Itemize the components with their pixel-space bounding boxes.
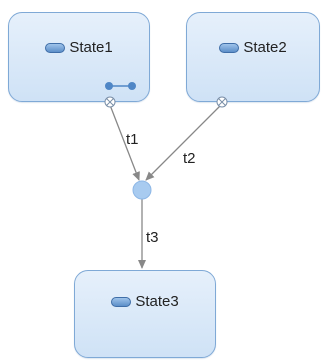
submachine-icon	[105, 82, 136, 90]
transition-label-t1: t1	[126, 131, 139, 148]
transition-t1-line[interactable]	[109, 104, 140, 181]
exit-point-icon[interactable]	[104, 96, 116, 108]
state-node-state3[interactable]: State3	[74, 270, 216, 358]
state-node-state1[interactable]: State1	[8, 12, 150, 102]
state-icon	[45, 42, 66, 53]
state-icon	[111, 296, 132, 307]
transition-label-t2: t2	[183, 150, 196, 167]
state-icon	[219, 42, 240, 53]
state-node-state2[interactable]: State2	[186, 12, 320, 102]
transition-label-t3: t3	[146, 229, 159, 246]
exit-point-icon[interactable]	[216, 96, 228, 108]
state-label: State1	[69, 39, 113, 56]
state-label: State3	[135, 293, 179, 310]
state-label: State2	[243, 39, 287, 56]
transition-t2-line[interactable]	[145, 104, 222, 181]
junction-icon[interactable]	[132, 180, 152, 200]
